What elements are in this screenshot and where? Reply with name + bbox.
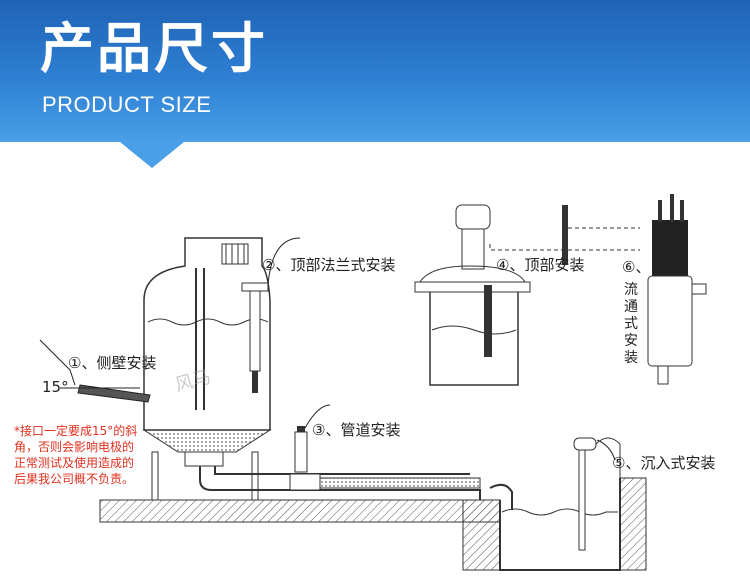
warning-note: *接口一定要成15°的斜角，否则会影响电极的正常测试及使用造成的后果我公司概不负… — [14, 424, 138, 486]
side-wall-probe — [39, 339, 151, 403]
label-top-flange: ②、顶部法兰式安装 — [262, 256, 395, 274]
label-submersion: ⑤、沉入式安装 — [612, 454, 715, 472]
top-flange-probe — [241, 237, 301, 393]
submersion-tank — [489, 437, 621, 571]
label-flow-through-vertical: 流通式安装 — [624, 282, 638, 366]
pipeline — [199, 404, 481, 500]
header-banner — [0, 0, 750, 142]
banner-notch — [120, 142, 184, 168]
flow-through-cell — [647, 194, 707, 385]
watermark: 风马 — [173, 367, 213, 397]
top-mount-vessel — [414, 204, 640, 386]
label-pipeline: ③、管道安装 — [312, 421, 400, 439]
main-tank — [142, 237, 272, 501]
label-angle: 15° — [42, 378, 69, 396]
label-side-wall: ①、侧壁安装 — [68, 354, 156, 372]
page-title: 产品尺寸 — [40, 17, 268, 80]
ground — [99, 477, 647, 571]
label-top-mount: ④、顶部安装 — [496, 256, 584, 274]
page-subtitle: PRODUCT SIZE — [42, 92, 212, 117]
label-flow-through: ⑥、 — [622, 258, 650, 276]
